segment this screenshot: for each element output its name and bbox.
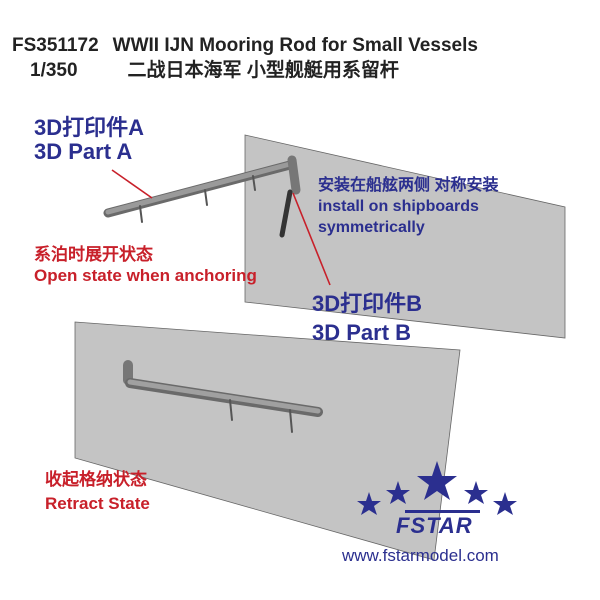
hull-panel-bottom <box>74 321 461 561</box>
open-state-label-en: Open state when anchoring <box>34 266 257 285</box>
hull-panel-top <box>244 134 566 339</box>
rod-open <box>103 155 301 238</box>
leader-line-a <box>111 169 153 199</box>
product-scale: 1/350 <box>30 60 78 81</box>
header-row-2: 1/350 二战日本海军 小型舰艇用系留杆 <box>30 60 399 82</box>
part-b-label-en: 3D Part B <box>312 320 412 345</box>
rod-retracted <box>123 360 323 433</box>
header-row-1: FS351172 WWII IJN Mooring Rod for Small … <box>12 35 478 57</box>
part-a-label-cn: 3D打印件A <box>34 115 145 140</box>
install-note-en-1: install on shipboards <box>318 198 479 215</box>
retract-state-label-cn: 收起格纳状态 <box>45 470 147 489</box>
part-a-label-en: 3D Part A <box>34 139 133 164</box>
open-state-label-cn: 系泊时展开状态 <box>34 245 153 264</box>
install-note-cn: 安装在船舷两侧 对称安装 <box>318 177 499 194</box>
website-link[interactable]: www.fstarmodel.com <box>342 546 499 565</box>
product-code: FS351172 <box>12 35 99 56</box>
fstar-logo: FSTAR <box>396 513 473 538</box>
retract-state-label-en: Retract State <box>45 494 150 513</box>
part-b-label-cn: 3D打印件B <box>312 291 423 316</box>
product-title-cn: 二战日本海军 小型舰艇用系留杆 <box>127 60 399 81</box>
install-note-en-2: symmetrically <box>318 219 425 236</box>
leader-line-b <box>292 192 331 286</box>
product-title-en: WWII IJN Mooring Rod for Small Vessels <box>112 35 478 56</box>
fstar-stars-icon <box>357 461 517 515</box>
